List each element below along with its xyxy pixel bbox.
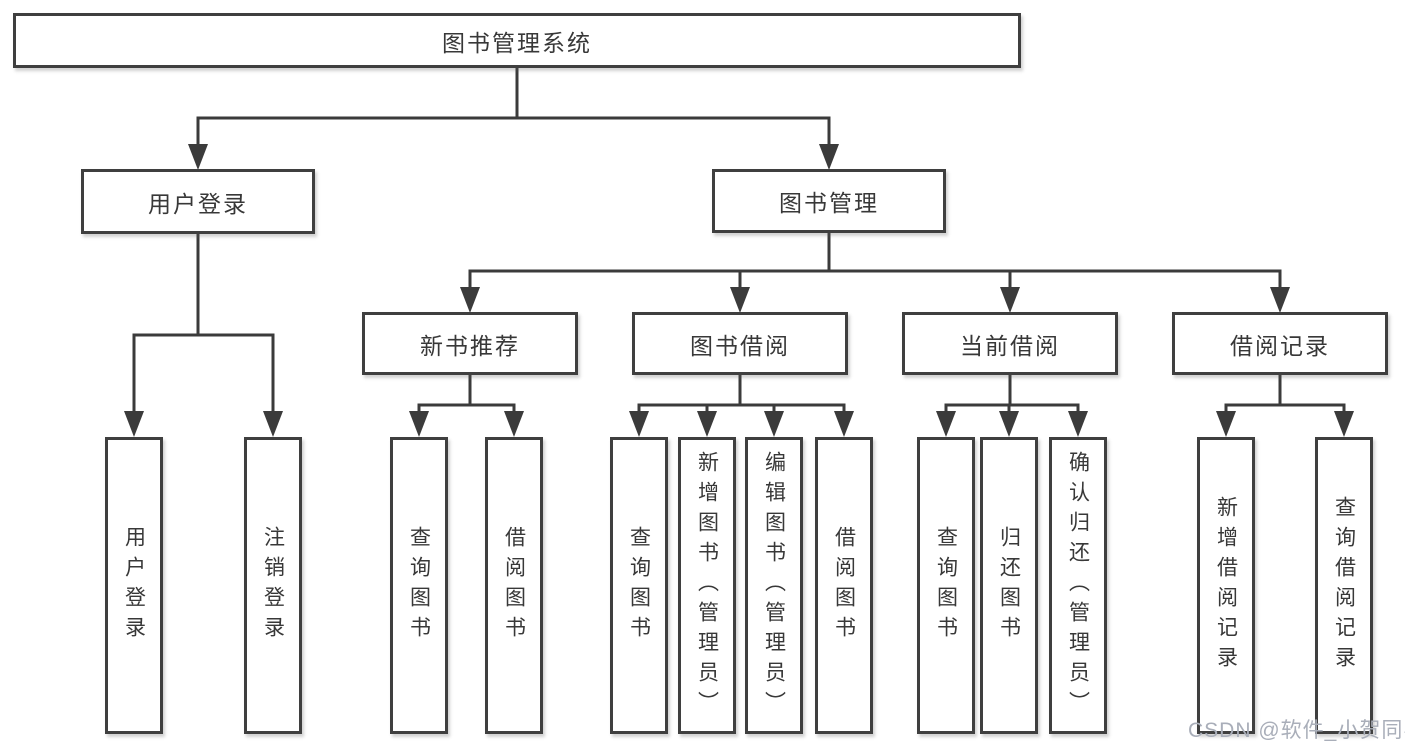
leaf-edit-books-admin: 编辑图书（管理员） [745, 437, 803, 734]
node-label: 图书借阅 [690, 332, 790, 359]
edge-borrow-records-to-leaves [1216, 372, 1354, 437]
leaf-label: 注销登录 [261, 525, 285, 646]
node-user-login: 用户登录 [81, 169, 315, 234]
leaf-query-borrow-record: 查询借阅记录 [1315, 437, 1373, 734]
node-book-borrow: 图书借阅 [632, 312, 848, 375]
leaf-label: 查询图书 [407, 525, 431, 646]
leaf-label: 确认归还（管理员） [1066, 450, 1090, 721]
node-borrow-records: 借阅记录 [1172, 312, 1388, 375]
leaf-return-books: 归还图书 [980, 437, 1038, 734]
leaf-label: 查询借阅记录 [1332, 495, 1356, 676]
leaf-label: 新增图书（管理员） [695, 450, 719, 721]
leaf-query-books-current: 查询图书 [917, 437, 975, 734]
node-label: 新书推荐 [420, 332, 520, 359]
node-new-book-recommend: 新书推荐 [362, 312, 578, 375]
leaf-label: 编辑图书（管理员） [762, 450, 786, 721]
leaf-logout: 注销登录 [244, 437, 302, 734]
edge-root-to-level2 [188, 65, 839, 170]
leaf-label: 新增借阅记录 [1214, 495, 1238, 676]
leaf-label: 归还图书 [997, 525, 1021, 646]
edge-user-login-to-leaves [124, 231, 283, 437]
edge-current-borrow-to-leaves [936, 372, 1088, 437]
leaf-borrow-books: 借阅图书 [815, 437, 873, 734]
edge-book-borrow-to-leaves [629, 372, 854, 437]
leaf-add-borrow-record: 新增借阅记录 [1197, 437, 1255, 734]
leaf-borrow-books-recommend: 借阅图书 [485, 437, 543, 734]
leaf-label: 借阅图书 [832, 525, 856, 646]
edge-book-mgmt-to-level3 [460, 230, 1290, 313]
node-root: 图书管理系统 [13, 13, 1021, 68]
node-label: 图书管理 [779, 190, 879, 216]
leaf-label: 用户登录 [122, 525, 146, 646]
node-book-mgmt: 图书管理 [712, 169, 946, 233]
leaf-label: 查询图书 [627, 525, 651, 646]
node-label: 用户登录 [148, 190, 248, 217]
leaf-user-login: 用户登录 [105, 437, 163, 734]
leaf-query-books-borrow: 查询图书 [610, 437, 668, 734]
csdn-watermark: CSDN @软件_小贺同学 [1188, 719, 1405, 742]
node-current-borrow: 当前借阅 [902, 312, 1118, 375]
node-label: 当前借阅 [960, 332, 1060, 359]
leaf-label: 查询图书 [934, 525, 958, 646]
leaf-query-books-recommend: 查询图书 [390, 437, 448, 734]
node-label: 图书管理系统 [442, 29, 592, 56]
leaf-add-books-admin: 新增图书（管理员） [678, 437, 736, 734]
node-label: 借阅记录 [1230, 332, 1330, 359]
leaf-label: 借阅图书 [502, 525, 526, 646]
edge-new-book-rec-to-leaves [409, 372, 524, 437]
leaf-confirm-return-admin: 确认归还（管理员） [1049, 437, 1107, 734]
